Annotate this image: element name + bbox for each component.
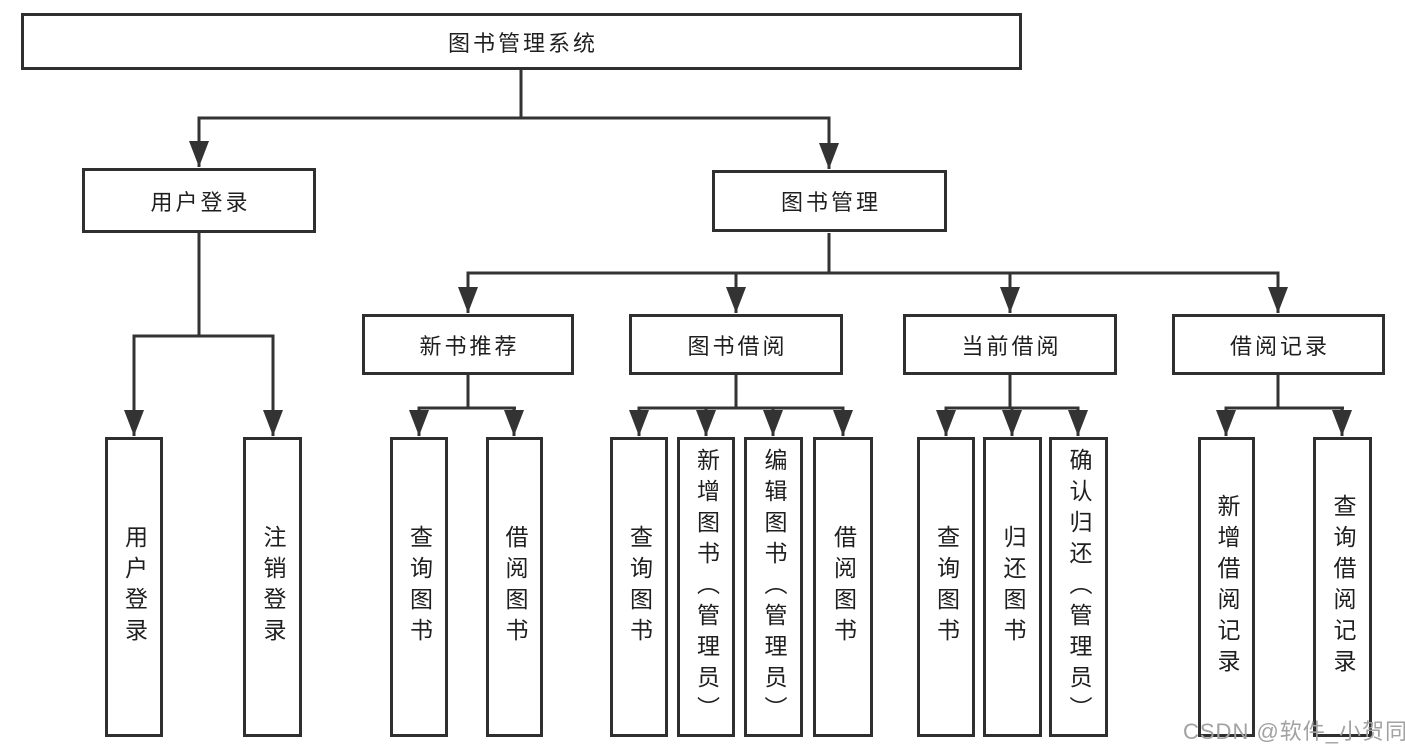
leaf-label: 用户登录 bbox=[121, 525, 148, 649]
leaf-label: 查询图书 bbox=[933, 525, 960, 649]
node-leaf-return-books: 归还图书 bbox=[983, 437, 1042, 737]
node-new-book-recommend: 新书推荐 bbox=[362, 314, 574, 375]
leaf-label: 新增图书（管理员） bbox=[693, 447, 720, 727]
connector-root bbox=[189, 69, 839, 169]
node-root-library-system: 图书管理系统 bbox=[21, 13, 1022, 70]
node-leaf-logout: 注销登录 bbox=[243, 437, 302, 737]
node-leaf-query-borrow-record: 查询借阅记录 bbox=[1313, 437, 1372, 737]
node-book-management: 图书管理 bbox=[712, 170, 947, 232]
node-leaf-edit-books-admin: 编辑图书（管理员） bbox=[744, 437, 803, 737]
node-user-login: 用户登录 bbox=[82, 168, 316, 233]
leaf-label: 借阅图书 bbox=[830, 525, 857, 649]
leaf-label: 新增借阅记录 bbox=[1214, 494, 1240, 680]
leaf-label: 编辑图书（管理员） bbox=[761, 447, 787, 727]
node-leaf-query-books-2: 查询图书 bbox=[610, 437, 668, 737]
leaf-label: 查询图书 bbox=[626, 525, 653, 649]
leaf-label: 借阅图书 bbox=[502, 525, 528, 649]
connector-book-borrow bbox=[629, 375, 853, 436]
node-leaf-borrow-books-1: 借阅图书 bbox=[486, 437, 543, 737]
node-leaf-query-books-1: 查询图书 bbox=[390, 437, 448, 737]
node-current-borrow: 当前借阅 bbox=[903, 314, 1117, 375]
connector-new-book-recommend bbox=[409, 375, 524, 436]
node-leaf-borrow-books-2: 借阅图书 bbox=[813, 437, 873, 737]
node-leaf-add-borrow-record: 新增借阅记录 bbox=[1198, 437, 1255, 737]
node-leaf-confirm-return-admin: 确认归还（管理员） bbox=[1049, 437, 1108, 737]
connector-book-management bbox=[458, 233, 1288, 313]
leaf-label: 查询借阅记录 bbox=[1330, 494, 1356, 680]
connector-user-login bbox=[124, 233, 283, 436]
leaf-label: 查询图书 bbox=[406, 525, 433, 649]
leaf-label: 注销登录 bbox=[260, 525, 286, 649]
node-leaf-query-books-3: 查询图书 bbox=[917, 437, 975, 737]
node-book-borrow: 图书借阅 bbox=[629, 314, 843, 375]
node-leaf-user-login: 用户登录 bbox=[105, 437, 163, 737]
csdn-watermark: CSDN @软件_小贺同学 bbox=[1183, 719, 1405, 744]
node-leaf-add-books-admin: 新增图书（管理员） bbox=[677, 437, 735, 737]
connector-borrow-records bbox=[1216, 375, 1352, 436]
leaf-label: 归还图书 bbox=[1000, 525, 1026, 649]
connector-current-borrow bbox=[936, 375, 1088, 436]
node-borrow-records: 借阅记录 bbox=[1172, 314, 1385, 375]
leaf-label: 确认归还（管理员） bbox=[1066, 447, 1092, 727]
